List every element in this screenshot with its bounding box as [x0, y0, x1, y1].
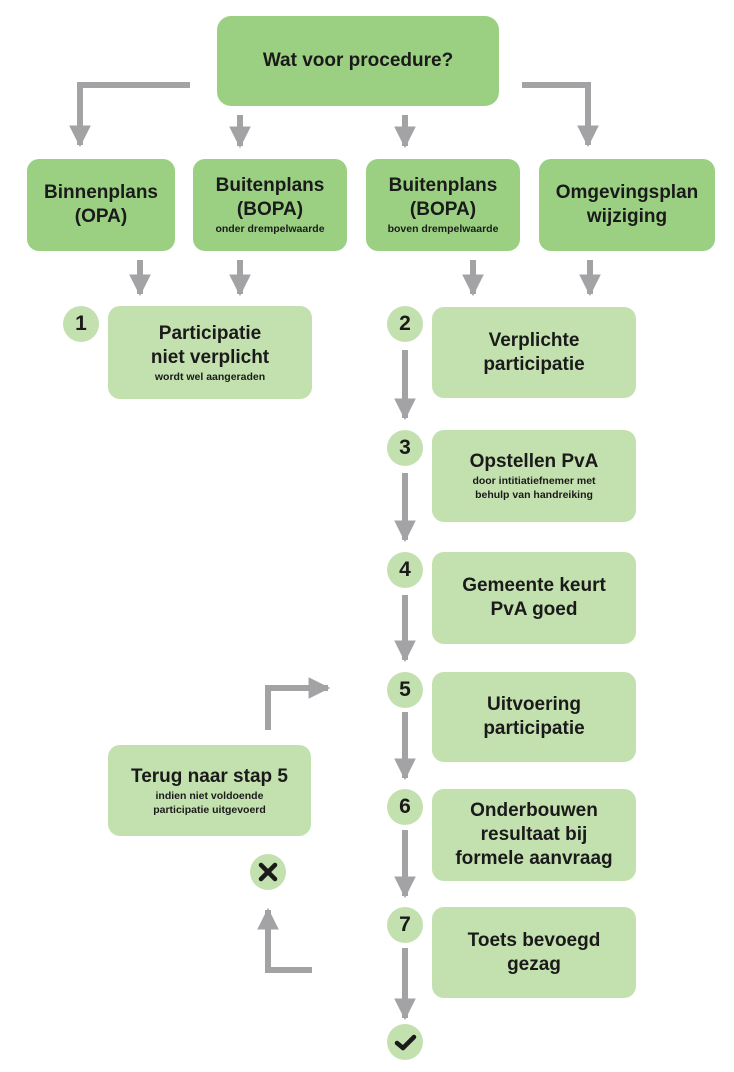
- procedure-subtitle: boven drempelwaarde: [387, 223, 499, 235]
- procedure-question-box: Wat voor procedure?: [217, 16, 499, 106]
- step-number-2: 2: [387, 306, 423, 342]
- procedure-box-bopa-onder: Buitenplans (BOPA) onder drempelwaarde: [193, 159, 347, 251]
- procedure-question: Wat voor procedure?: [262, 50, 454, 71]
- step-box-7: Toets bevoegd gezag: [432, 907, 636, 998]
- check-icon: [387, 1024, 423, 1060]
- procedure-title: Buitenplans (BOPA): [388, 175, 498, 220]
- step-subtitle: wordt wel aangeraden: [154, 370, 266, 383]
- step-box-6: Onderbouwen resultaat bij formele aanvra…: [432, 789, 636, 881]
- step-subtitle: door intitiatiefnemer met behulp van han…: [472, 475, 596, 501]
- step-title: Participatie niet verplicht: [150, 322, 270, 368]
- step-title: Uitvoering participatie: [483, 694, 585, 739]
- step-number-7: 7: [387, 907, 423, 943]
- procedure-title: Omgevingsplan wijziging: [555, 182, 699, 227]
- step-box-2: Verplichte participatie: [432, 307, 636, 398]
- step-box-4: Gemeente keurt PvA goed: [432, 552, 636, 644]
- step-number-1: 1: [63, 306, 99, 342]
- step-number-3: 3: [387, 430, 423, 466]
- arrow-loopback-to-step5: [265, 677, 331, 730]
- procedure-subtitle: onder drempelwaarde: [215, 223, 325, 235]
- arrow-question-to-binnenplans: [69, 82, 190, 148]
- step-title: Toets bevoegd gezag: [467, 929, 601, 975]
- procedure-box-omgevingsplan: Omgevingsplan wijziging: [539, 159, 715, 251]
- arrow-question-to-omgevingsplan: [522, 82, 599, 148]
- step-title: Onderbouwen resultaat bij formele aanvra…: [455, 800, 613, 869]
- step-title: Verplichte participatie: [483, 329, 585, 375]
- step-number-6: 6: [387, 789, 423, 825]
- procedure-title: Binnenplans (OPA): [43, 182, 158, 227]
- step-title: Gemeente keurt PvA goed: [462, 575, 606, 620]
- arrow-step7-to-reject: [257, 907, 312, 973]
- step-box-3: Opstellen PvA door intitiatiefnemer met …: [432, 430, 636, 522]
- step-box-5: Uitvoering participatie: [432, 672, 636, 762]
- step-box-1: Participatie niet verplicht wordt wel aa…: [108, 306, 312, 399]
- procedure-box-bopa-boven: Buitenplans (BOPA) boven drempelwaarde: [366, 159, 520, 251]
- loop-back-subtitle: indien niet voldoende participatie uitge…: [153, 789, 266, 816]
- procedure-title: Buitenplans (BOPA): [215, 175, 325, 220]
- step-title: Opstellen PvA: [469, 451, 599, 472]
- cross-icon: [250, 854, 286, 890]
- loop-back-title: Terug naar stap 5: [131, 765, 288, 787]
- loop-back-box: Terug naar stap 5 indien niet voldoende …: [108, 745, 311, 836]
- step-number-4: 4: [387, 552, 423, 588]
- procedure-box-binnenplans: Binnenplans (OPA): [27, 159, 175, 251]
- step-number-5: 5: [387, 672, 423, 708]
